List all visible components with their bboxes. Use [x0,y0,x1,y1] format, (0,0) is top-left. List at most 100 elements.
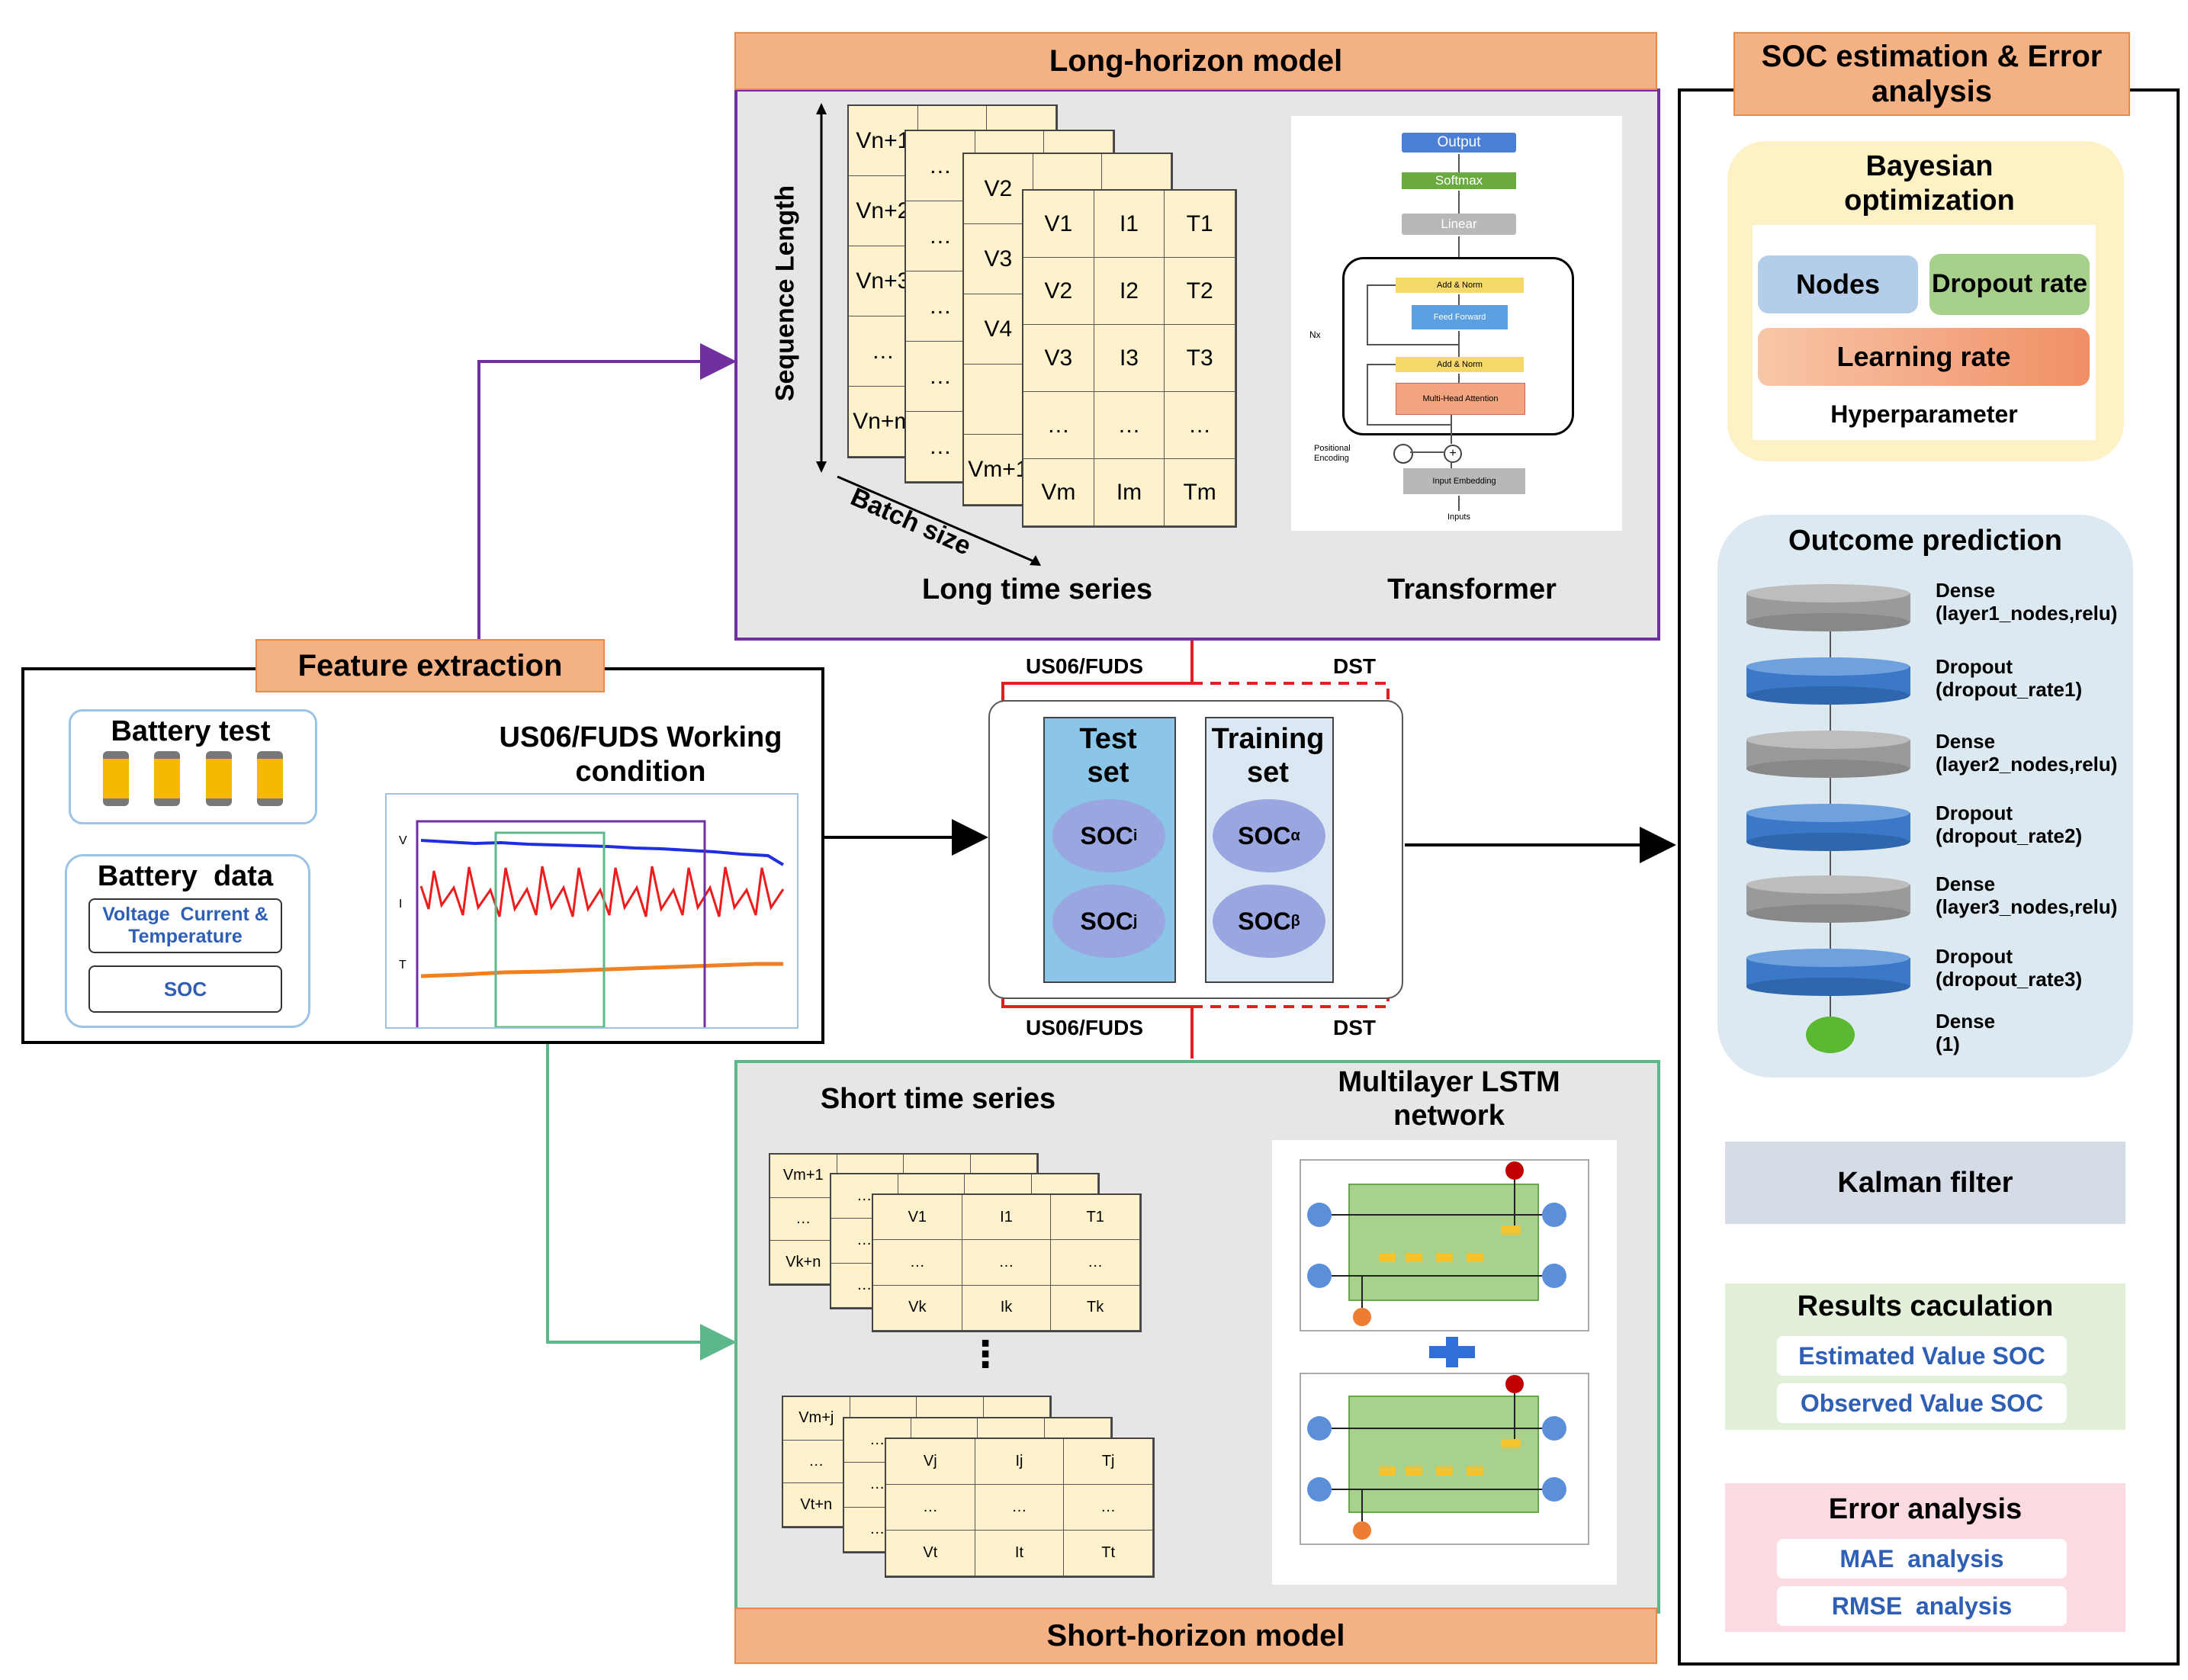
soc-j-text: SOC [1080,907,1133,935]
cell: … [886,1485,975,1531]
working-condition-chart: V I T [385,793,798,1029]
layer-label-1: Dropout(dropout_rate1) [1936,655,2082,702]
plus-icon: + [1444,445,1462,463]
encoder-stack [1342,257,1574,435]
cell: Tk [1051,1285,1140,1331]
cell: … [1064,1485,1153,1531]
mae-analysis: MAE analysis [1777,1539,2067,1579]
cell: Im [1094,459,1165,526]
layer-label-6: Dense(1) [1936,1010,1995,1056]
vertical-dots: ⋮ [967,1335,1004,1375]
cell: V1 [873,1195,962,1241]
battery-icon [102,751,129,806]
lstm-caption: Multilayer LSTM network [1338,1066,1560,1132]
layer-label-3: Dropout(dropout_rate2) [1936,801,2082,848]
results-title: Results caculation [1797,1290,2054,1322]
cell: … [1023,392,1094,459]
battery-test-label: Battery test [111,715,271,747]
lstm-cell-2 [1300,1373,1589,1545]
cell: Vk [873,1285,962,1331]
transformer-diagram: Output Softmax Linear Add & Norm Feed Fo… [1291,116,1622,531]
long-series-caption: Long time series [922,573,1152,606]
dst-bottom-label: DST [1333,1016,1376,1039]
add-norm-bottom: Add & Norm [1396,357,1524,372]
cell: I2 [1094,258,1165,325]
cell: Vm+1 [964,435,1033,505]
short-series-caption: Short time series [820,1083,1056,1115]
cell: Vt [886,1531,975,1576]
transformer-arrows [1367,154,1460,511]
layer-label-2: Dense(layer2_nodes,relu) [1936,730,2117,776]
layer-label-4: Dense(layer3_nodes,relu) [1936,872,2118,919]
cell: … [975,1485,1065,1531]
cell: … [962,1240,1052,1286]
us06-top-label: US06/FUDS [1026,654,1144,678]
cell: … [906,412,975,482]
cell: I3 [1094,325,1165,392]
layer-name: Dense [1936,730,1996,753]
cell: Tj [1064,1439,1153,1485]
bayes-title: Bayesian optimization [1844,150,2015,217]
observed-value: Observed Value SOC [1777,1383,2067,1423]
lstm-internals [1307,1161,1566,1540]
axis-i-label: I [399,898,403,911]
battery-data-box [65,854,310,1028]
plus-icon [1429,1337,1475,1367]
lstm-cell-1-body [1348,1184,1539,1301]
cell: Ij [975,1439,1065,1485]
kalman-box: Kalman filter [1725,1142,2125,1224]
cell: V3 [964,224,1033,294]
layer-label-5: Dropout(dropout_rate3) [1936,945,2082,991]
cell: Tt [1064,1531,1153,1576]
dst-top-label: DST [1333,654,1376,678]
cell: Vt+n [783,1483,850,1527]
cell: … [873,1240,962,1286]
battery-icon [257,751,284,806]
inputs-label: Inputs [1447,512,1470,522]
cell: T3 [1165,325,1235,392]
softmax-block: Softmax [1402,172,1516,189]
cell: I1 [1094,191,1165,258]
cell: … [1051,1240,1140,1286]
cell: V2 [1023,258,1094,325]
cell: I1 [962,1195,1052,1241]
add-norm-top: Add & Norm [1396,278,1524,293]
signal-traces [416,820,785,1027]
cell: V3 [1023,325,1094,392]
soc-j-sub: j [1133,912,1138,930]
cell: Vk+n [770,1241,837,1284]
long-horizon-title: Long-horizon model [734,32,1657,90]
input-embedding-block: Input Embedding [1403,468,1525,494]
soc-panel-title: SOC estimation & Error analysis [1733,32,2130,116]
green-connector [546,995,737,1360]
test-set-label: Test set [1079,723,1137,789]
soc-i-sub: i [1133,827,1138,844]
working-condition-title: US06/FUDS Working condition [499,721,782,788]
dropout-rate-pill: Dropout rate [1929,254,2090,315]
feed-forward-block: Feed Forward [1412,305,1508,329]
layer-name: Dropout [1936,655,2013,678]
error-title: Error analysis [1828,1493,2023,1525]
cell: V1 [1023,191,1094,258]
cell: It [975,1531,1065,1576]
layer-detail: (layer3_nodes,relu) [1936,895,2118,918]
short-horizon-title: Short-horizon model [734,1608,1657,1664]
transformer-caption: Transformer [1387,573,1557,606]
sequence-length-label: Sequence Length [770,185,800,402]
soc-alpha-sub: α [1290,827,1300,844]
cell: … [770,1197,837,1242]
current-trace [419,866,785,917]
cell: Vm+j [783,1397,850,1441]
cell: Vn+2 [849,176,918,246]
layer-name: Dense [1936,872,1996,895]
cell: … [1165,392,1235,459]
sine-icon [1393,444,1413,464]
layer-label-0: Dense(layer1_nodes,relu) [1936,579,2117,625]
layer-name: Dense [1936,579,1996,602]
lstm-cell-2-body [1348,1396,1539,1513]
learning-rate-pill: Learning rate [1758,328,2090,386]
